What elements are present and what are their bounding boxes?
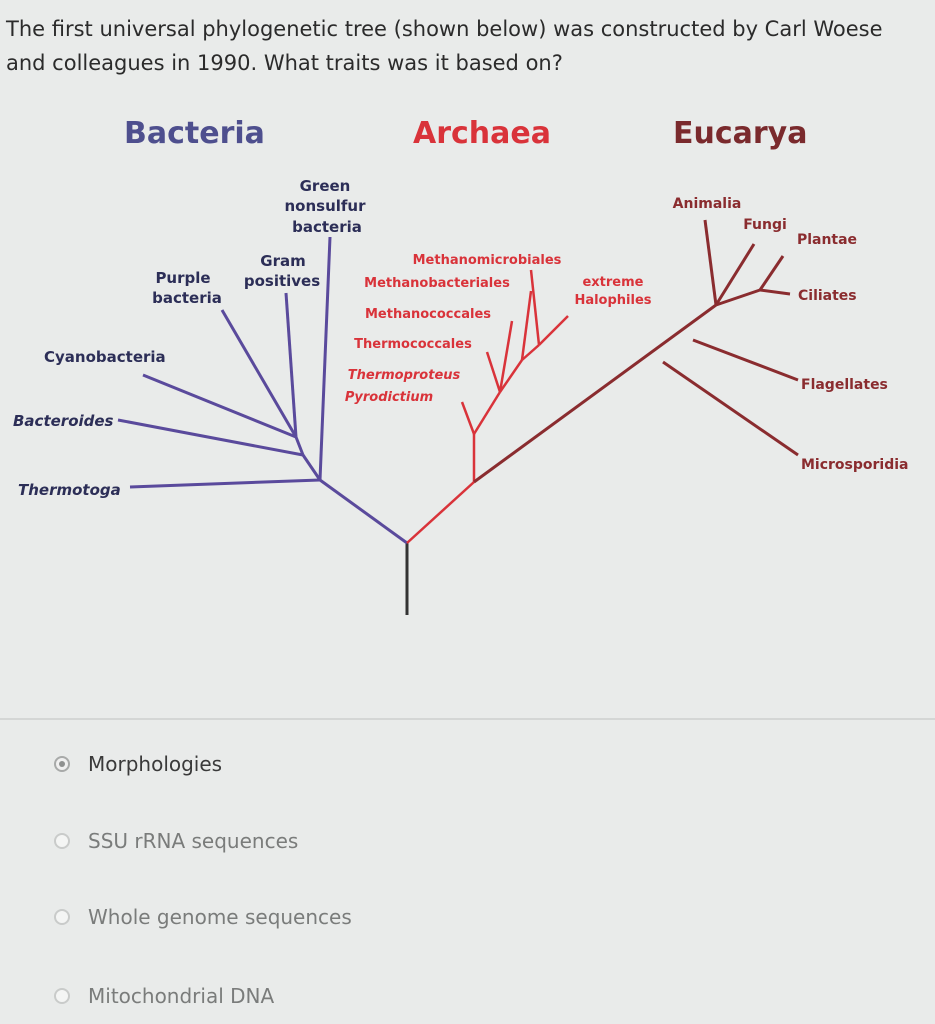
eucarya-branches (473, 219, 799, 484)
radio-button[interactable] (54, 909, 70, 925)
question-text: The first universal phylogenetic tree (s… (6, 17, 883, 75)
option-label: SSU rRNA sequences (88, 829, 299, 853)
radio-button[interactable] (54, 988, 70, 1004)
gram-positives-label-1: Gram (260, 252, 305, 270)
radio-button-selected[interactable] (54, 756, 70, 772)
option-mitochondrial-dna[interactable]: Mitochondrial DNA (54, 978, 274, 1014)
green-nonsulfur-label-3: bacteria (292, 218, 362, 236)
cyanobacteria-label: Cyanobacteria (44, 348, 166, 366)
extreme-halophiles-label-2: Halophiles (574, 293, 651, 308)
extreme-halophiles-label-1: extreme (582, 275, 643, 290)
radio-button[interactable] (54, 833, 70, 849)
fungi-label: Fungi (743, 217, 787, 233)
methanococcales-label: Methanococcales (365, 307, 491, 322)
phylogenetic-tree-figure: Bacteria Archaea Eucarya (13, 116, 909, 615)
ciliates-label: Ciliates (798, 288, 857, 304)
animalia-label: Animalia (673, 196, 742, 212)
methanomicrobiales-label: Methanomicrobiales (413, 253, 562, 268)
green-nonsulfur-label-1: Green (300, 177, 351, 195)
green-nonsulfur-label-2: nonsulfur (284, 197, 366, 215)
archaea-branches (406, 269, 569, 544)
pyrodictium-label: Pyrodictium (345, 390, 433, 405)
methanobacteriales-label: Methanobacteriales (364, 276, 510, 291)
option-label: Whole genome sequences (88, 905, 352, 929)
divider (0, 718, 935, 720)
eucarya-heading: Eucarya (673, 116, 807, 151)
purple-bacteria-label-1: Purple (155, 269, 210, 287)
flagellates-label: Flagellates (801, 377, 888, 393)
gram-positives-label-2: positives (244, 272, 320, 290)
purple-bacteria-label-2: bacteria (152, 289, 222, 307)
bacteroides-label: Bacteroides (13, 412, 114, 430)
plantae-label: Plantae (797, 232, 857, 248)
bacteria-branches (117, 236, 408, 545)
archaea-heading: Archaea (413, 116, 551, 151)
option-label: Morphologies (88, 752, 223, 776)
option-whole-genome-sequences[interactable]: Whole genome sequences (54, 899, 352, 935)
microsporidia-label: Microsporidia (801, 457, 909, 473)
option-morphologies[interactable]: Morphologies (54, 746, 222, 782)
thermotoga-label: Thermotoga (18, 481, 121, 499)
option-ssu-rrna-sequences[interactable]: SSU rRNA sequences (54, 823, 298, 859)
option-label: Mitochondrial DNA (88, 984, 275, 1008)
thermoproteus-label: Thermoproteus (348, 368, 461, 383)
thermococcales-label: Thermococcales (354, 337, 472, 352)
bacteria-heading: Bacteria (124, 116, 265, 151)
